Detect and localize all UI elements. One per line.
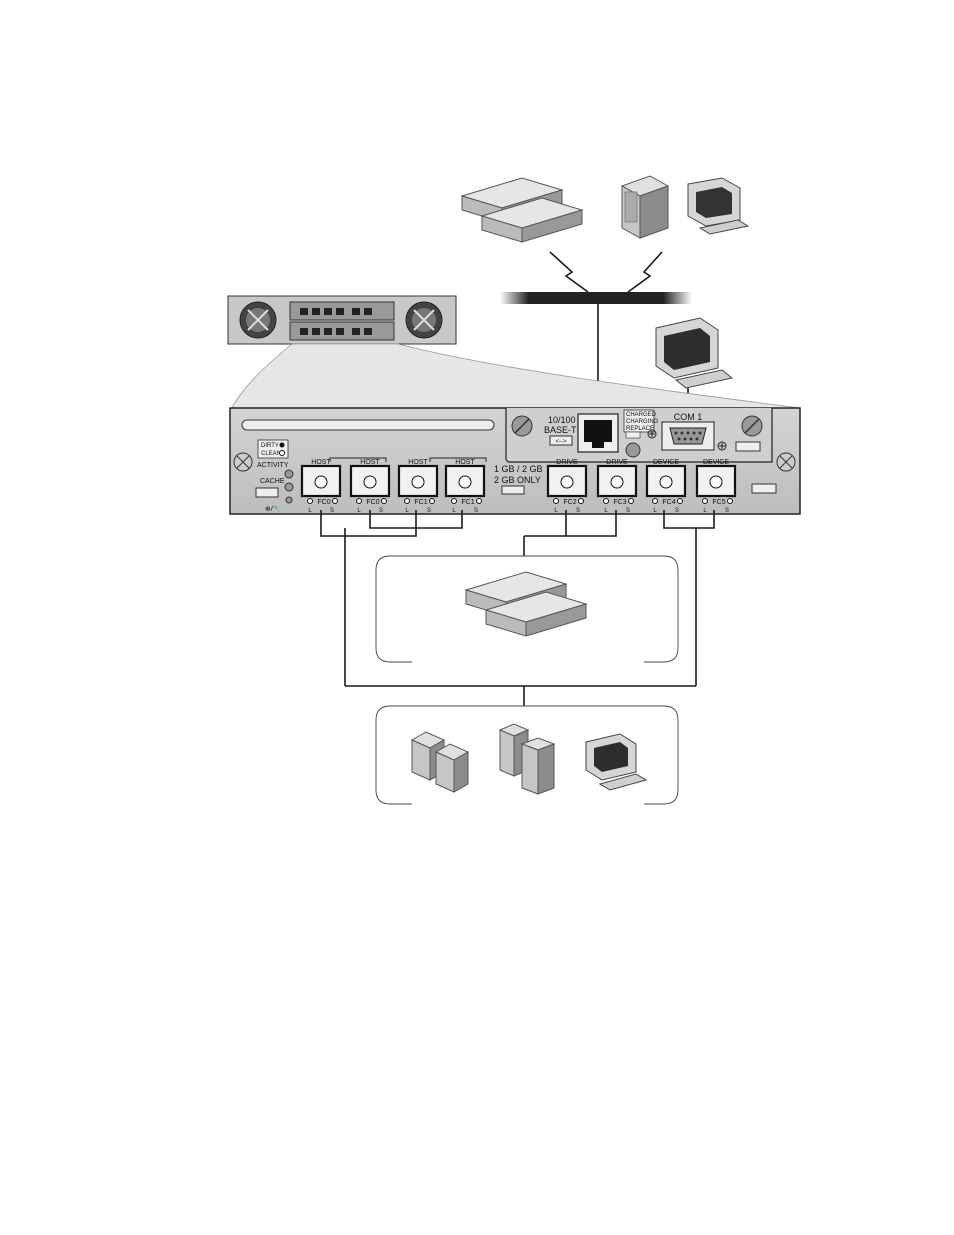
led-s-label: S bbox=[675, 508, 679, 514]
speed-note: 1 GB / 2 GB bbox=[494, 464, 543, 474]
chassis-thumbnail bbox=[228, 296, 456, 344]
port-top-label: DRIVE bbox=[556, 459, 578, 466]
clean-label: CLEAN bbox=[261, 451, 281, 457]
bottom-workstation bbox=[586, 734, 646, 790]
port-top-label: HOST bbox=[408, 459, 428, 466]
speed-led bbox=[629, 499, 634, 504]
network-bus bbox=[500, 292, 692, 304]
ethernet-label: 10/100 bbox=[548, 415, 576, 425]
link-led bbox=[554, 499, 559, 504]
middle-storage-array bbox=[466, 572, 586, 636]
port-top-label: DEVICE bbox=[703, 459, 729, 466]
wireless-link-right bbox=[628, 252, 662, 292]
tower-servers bbox=[500, 724, 554, 794]
speed-led bbox=[728, 499, 733, 504]
activity-label: ACTIVITY bbox=[257, 462, 289, 469]
speed-led bbox=[579, 499, 584, 504]
ground-icon bbox=[718, 442, 726, 450]
speed-led bbox=[477, 499, 482, 504]
status-led-label: CHARGED bbox=[626, 412, 657, 418]
link-led bbox=[452, 499, 457, 504]
link-led bbox=[357, 499, 362, 504]
top-storage-array bbox=[462, 178, 582, 242]
port-bottom-label: FC0 bbox=[366, 499, 379, 506]
led-s-label: S bbox=[427, 508, 431, 514]
speed-note: 2 GB ONLY bbox=[494, 475, 541, 485]
port-top-label: HOST bbox=[360, 459, 380, 466]
led-s-label: S bbox=[576, 508, 580, 514]
port-top-label: DEVICE bbox=[653, 459, 679, 466]
link-led bbox=[653, 499, 658, 504]
service-symbol: ⊕/🔧 bbox=[265, 504, 282, 513]
thumbscrew-icon bbox=[777, 453, 795, 471]
port-top-label: HOST bbox=[455, 459, 475, 466]
led-s-label: S bbox=[379, 508, 383, 514]
ground-icon bbox=[648, 430, 656, 438]
link-led bbox=[405, 499, 410, 504]
cache-label: CACHE bbox=[260, 478, 285, 485]
link-led bbox=[604, 499, 609, 504]
led-s-label: S bbox=[474, 508, 478, 514]
speed-led bbox=[333, 499, 338, 504]
com-port[interactable] bbox=[662, 422, 714, 450]
led-s-label: S bbox=[626, 508, 630, 514]
led-s-label: S bbox=[330, 508, 334, 514]
link-led bbox=[308, 499, 313, 504]
thumbscrew-icon bbox=[234, 453, 252, 471]
port-bottom-label: FC5 bbox=[712, 499, 725, 506]
io-panel: 10/100 BASE-T <--> CHARGED CHARGING REPL… bbox=[230, 408, 800, 514]
port-bottom-label: FC0 bbox=[317, 499, 330, 506]
speed-led bbox=[678, 499, 683, 504]
com-label: COM 1 bbox=[674, 412, 703, 422]
status-led-label: CHARGING bbox=[626, 419, 659, 425]
port-bottom-label: FC3 bbox=[613, 499, 626, 506]
port-bottom-label: FC1 bbox=[461, 499, 474, 506]
dirty-label: DIRTY bbox=[261, 443, 279, 449]
port-bottom-label: FC2 bbox=[563, 499, 576, 506]
link-led bbox=[703, 499, 708, 504]
top-workstation bbox=[688, 178, 748, 234]
port-top-label: HOST bbox=[311, 459, 331, 466]
led-s-label: S bbox=[725, 508, 729, 514]
port-top-label: DRIVE bbox=[606, 459, 628, 466]
speed-led bbox=[430, 499, 435, 504]
port-bottom-label: FC1 bbox=[414, 499, 427, 506]
port-bottom-label: FC4 bbox=[662, 499, 675, 506]
speed-led bbox=[382, 499, 387, 504]
rack-servers bbox=[412, 732, 468, 792]
ethernet-arrow: <--> bbox=[555, 439, 567, 445]
screw-icon bbox=[742, 416, 762, 436]
ethernet-port[interactable] bbox=[578, 414, 618, 452]
ethernet-label: BASE-T bbox=[544, 425, 577, 435]
top-tower-server bbox=[622, 176, 668, 238]
reset-button[interactable] bbox=[626, 443, 640, 457]
wireless-link-left bbox=[550, 252, 588, 292]
serial-workstation bbox=[656, 318, 732, 388]
screw-icon bbox=[512, 416, 532, 436]
